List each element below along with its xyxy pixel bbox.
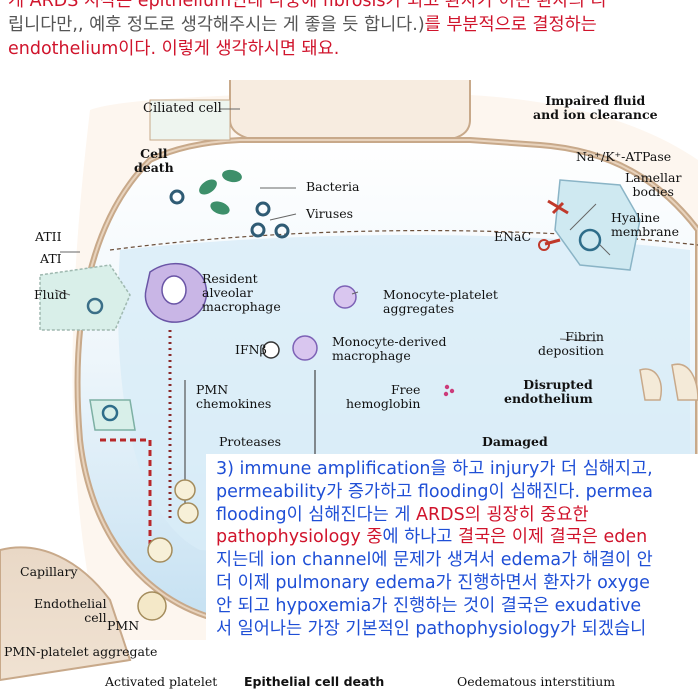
label-ifnb: IFNβ — [235, 342, 267, 357]
text-line-1: 립니다만,, 예후 정도로 생각해주시는 게 좋을 듯 합니다.)를 부분적으로… — [8, 13, 698, 37]
text-segment: 에 하나고 — [382, 527, 458, 548]
text-segment: 안 되고 hypoxemia가 진행하는 것이 결국은 exudative — [216, 595, 642, 616]
text-line-0: 게 ARDS 시작은 epithelium인데 나중에 fibrosis가 되고… — [8, 0, 698, 13]
label-na-k-atpase: Na⁺/K⁺-ATPase — [576, 149, 672, 164]
label-monocyte-derived-macrophage: Monocyte-derived macrophage — [332, 334, 447, 363]
label-enac: ENaC — [494, 229, 532, 244]
text-segment: 3) immune amplification을 하고 injury가 더 심해… — [216, 459, 653, 479]
lecture-text-top: 게 ARDS 시작은 epithelium인데 나중에 fibrosis가 되고… — [8, 0, 698, 92]
text-segment: pathophysiology 중 — [216, 527, 383, 548]
label-fibrin-deposition: Fibrin deposition — [538, 329, 604, 358]
label-lamellar-bodies: Lamellar bodies — [625, 170, 682, 199]
label-resident-macrophage: Resident alveolar macrophage — [202, 271, 281, 314]
label-monocyte-platelet-aggregates: Monocyte-platelet aggregates — [383, 287, 498, 316]
label-viruses: Viruses — [306, 206, 354, 221]
text-segment: 게 ARDS 시작은 epithelium인데 나중에 fibrosis가 되고… — [8, 0, 607, 11]
lecture-text-overlay: 3) immune amplification을 하고 injury가 더 심해… — [206, 454, 698, 659]
label-free-hemoglobin: Free hemoglobin — [346, 382, 421, 411]
text-segment: flooding이 심해진다는 게 — [216, 504, 416, 525]
overlay-line: pathophysiology 중에 하나고 결국은 이제 결국은 eden — [216, 526, 698, 549]
label-oedematous-interstitium: Oedematous interstitium — [457, 674, 616, 689]
label-impaired-fluid-clearance: Impaired fluid and ion clearance — [533, 93, 658, 122]
label-ciliated-cell: Ciliated cell — [143, 101, 222, 116]
overlay-line: 3) immune amplification을 하고 injury가 더 심해… — [216, 458, 698, 481]
text-segment: 를 부분적으로 결정하는 — [424, 15, 597, 35]
label-disrupted-endothelium: Disrupted endothelium — [504, 377, 593, 406]
text-segment: 서 일어나는 가장 기본적인 pathophysiology가 되겠습니 — [216, 618, 647, 639]
overlay-line: 서 일어나는 가장 기본적인 pathophysiology가 되겠습니 — [216, 618, 698, 641]
overlay-line: 더 이제 pulmonary edema가 진행하면서 환자가 oxyge — [216, 572, 698, 595]
text-segment: 립니다만,, 예후 정도로 생각해주시는 게 좋을 듯 합니다.) — [8, 15, 425, 35]
label-activated-platelet: Activated platelet — [105, 674, 218, 689]
text-line-2: endothelium이다. 이렇게 생각하시면 돼요. — [8, 37, 698, 61]
label-capillary: Capillary — [20, 564, 78, 579]
label-cell-death: Cell death — [134, 146, 174, 175]
label-bacteria: Bacteria — [306, 179, 360, 194]
label-pmn: PMN — [107, 618, 140, 633]
label-proteases: Proteases — [219, 434, 282, 449]
label-damaged: Damaged — [482, 434, 548, 449]
label-fluid: Fluid — [34, 287, 67, 302]
overlay-line: flooding이 심해진다는 게 ARDS의 굉장히 중요한 — [216, 504, 698, 527]
text-segment: permeability가 증가하고 flooding이 심해진다. perme… — [216, 481, 653, 502]
text-segment: 이렇게 생각하시면 돼요. — [156, 39, 340, 59]
text-segment: 지는데 ion channel에 문제가 생겨서 edema가 해결이 안 — [216, 550, 653, 571]
text-segment: 더 이제 pulmonary edema가 진행하면서 환자가 oxyge — [216, 572, 650, 593]
label-hyaline-membrane: Hyaline membrane — [611, 210, 679, 239]
label-ati: ATI — [40, 251, 62, 266]
overlay-line: 지는데 ion channel에 문제가 생겨서 edema가 해결이 안 — [216, 549, 698, 572]
label-pmn-platelet-aggregate: PMN-platelet aggregate — [4, 644, 158, 659]
overlay-line: permeability가 증가하고 flooding이 심해진다. perme… — [216, 481, 698, 504]
overlay-line: 안 되고 hypoxemia가 진행하는 것이 결국은 exudative — [216, 595, 698, 618]
text-segment: 결국은 이제 결국은 eden — [457, 527, 648, 548]
label-endothelial-cell: Endothelial cell — [34, 596, 107, 625]
label-atii: ATII — [35, 229, 62, 244]
label-pmn-chemokines: PMN chemokines — [196, 382, 272, 411]
text-segment: ARDS의 굉장히 중요한 — [416, 504, 589, 525]
text-segment: endothelium이다. — [8, 39, 157, 59]
label-epithelial-cell-death: Epithelial cell death — [244, 674, 385, 689]
